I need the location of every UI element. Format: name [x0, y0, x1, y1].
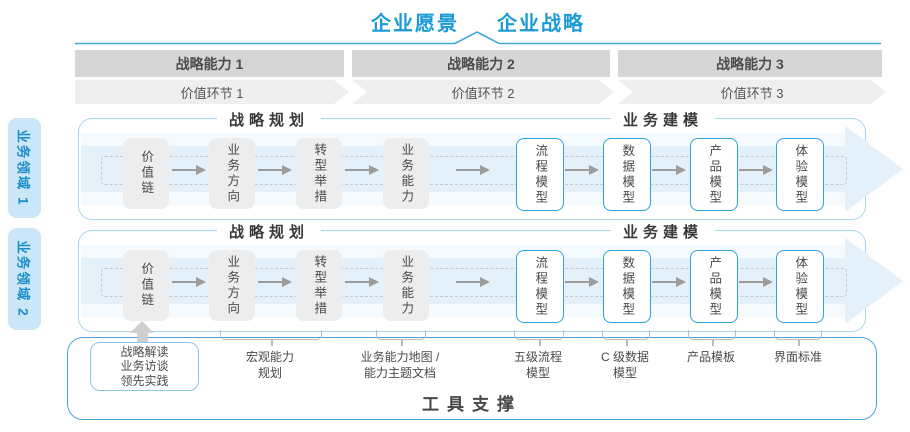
capability-band-1: 战略能力 1	[75, 50, 344, 77]
box-business-capability: 业务能力	[383, 250, 429, 321]
box-value-chain: 价值链	[123, 138, 169, 209]
note-line: 能力主题文档	[363, 366, 437, 381]
box-experience-model: 体验模型	[776, 250, 824, 323]
right-arrow-icon	[172, 277, 206, 287]
note-line: 产品模板	[686, 350, 736, 364]
business-modeling-header: 业务建模	[610, 221, 716, 242]
box-data-model: 数据模型	[603, 250, 651, 323]
value-band-2-label: 价值环节 2	[451, 85, 515, 101]
domain-1-panel: 战略规划 业务建模 价值链 业务方向 转型举措 业务能力 流程模型 数据模型 产…	[78, 109, 903, 220]
dashed-track	[101, 268, 847, 297]
brace-icon	[376, 330, 426, 346]
practice-methods-box: 战略解读 业务访谈 领先实践	[90, 342, 199, 391]
note-capability-map: 业务能力地图 / 能力主题文档	[361, 349, 440, 381]
note-line: 规划	[257, 366, 283, 381]
box-value-chain: 价值链	[123, 250, 169, 321]
strategy-title: 企业战略	[497, 13, 585, 35]
vision-title: 企业愿景	[371, 13, 459, 35]
box-product-model: 产品模型	[690, 138, 738, 211]
brace-icon	[602, 330, 650, 346]
right-arrow-icon	[456, 277, 490, 287]
box-experience-model: 体验模型	[776, 138, 824, 211]
note-product-template: 产品模板	[687, 349, 735, 365]
brace-icon	[514, 330, 564, 346]
note-line: C 级数据	[600, 350, 650, 364]
right-arrow-icon	[345, 277, 379, 287]
right-arrow-icon	[739, 277, 773, 287]
brace-icon	[220, 330, 322, 346]
value-band-3-label: 价值环节 3	[720, 85, 784, 101]
vision-underline-peak	[75, 31, 881, 45]
up-arrow-icon	[130, 321, 154, 333]
note-data-model: C 级数据 模型	[601, 349, 649, 381]
practice-line-2: 业务访谈	[120, 359, 169, 374]
business-modeling-header: 业务建模	[610, 109, 716, 130]
brace-icon	[688, 330, 736, 346]
box-data-model: 数据模型	[603, 138, 651, 211]
brace-icon	[774, 330, 822, 346]
note-line: 模型	[612, 366, 638, 381]
note-macro-capability: 宏观能力 规划	[246, 349, 294, 381]
note-line: 界面标准	[773, 350, 823, 364]
box-product-model: 产品模型	[690, 250, 738, 323]
right-arrow-icon	[565, 165, 599, 175]
practice-line-3: 领先实践	[120, 373, 169, 388]
right-arrow-icon	[345, 165, 379, 175]
practice-line-1: 战略解读	[120, 344, 169, 359]
value-band-2: 价值环节 2	[352, 80, 614, 104]
right-arrow-icon	[565, 277, 599, 287]
domain-2-panel: 战略规划 业务建模 价值链 业务方向 转型举措 业务能力 流程模型 数据模型 产…	[78, 221, 903, 332]
business-domain-label-1: 业务领域 1	[8, 118, 41, 218]
capability-band-1-label: 战略能力 1	[175, 55, 244, 72]
box-process-model: 流程模型	[516, 138, 564, 211]
right-arrow-icon	[739, 165, 773, 175]
right-arrow-icon	[258, 277, 292, 287]
flow-band-arrowhead-icon	[845, 238, 903, 324]
business-domain-1-text: 业务领域 1	[15, 129, 31, 207]
strategic-planning-header: 战略规划	[216, 221, 322, 242]
note-line: 模型	[525, 366, 551, 381]
box-business-direction: 业务方向	[209, 250, 255, 321]
note-process-model: 五级流程 模型	[514, 349, 562, 381]
business-domain-label-2: 业务领域 2	[8, 228, 41, 330]
note-line: 五级流程	[513, 350, 563, 364]
capability-band-3: 战略能力 3	[618, 50, 882, 77]
box-business-direction: 业务方向	[209, 138, 255, 209]
capability-band-2: 战略能力 2	[352, 50, 610, 77]
box-transformation: 转型举措	[296, 138, 342, 209]
right-arrow-icon	[652, 165, 686, 175]
up-arrow-shaft	[136, 333, 148, 342]
right-arrow-icon	[258, 165, 292, 175]
capability-band-2-label: 战略能力 2	[447, 55, 515, 72]
note-line: 宏观能力	[245, 350, 295, 364]
right-arrow-icon	[456, 165, 490, 175]
right-arrow-icon	[652, 277, 686, 287]
dashed-track	[101, 156, 847, 185]
right-arrow-icon	[172, 165, 206, 175]
box-business-capability: 业务能力	[383, 138, 429, 209]
tool-support-label: 工具支撑	[422, 395, 522, 414]
note-ui-standard: 界面标准	[774, 349, 822, 365]
capability-band-3-label: 战略能力 3	[716, 55, 784, 72]
note-line: 业务能力地图 /	[360, 350, 440, 364]
value-band-3: 价值环节 3	[618, 80, 886, 104]
value-band-1-label: 价值环节 1	[180, 85, 244, 101]
value-band-1: 价值环节 1	[75, 80, 349, 104]
box-process-model: 流程模型	[516, 250, 564, 323]
business-domain-2-text: 业务领域 2	[15, 240, 31, 318]
strategic-planning-header: 战略规划	[216, 109, 322, 130]
diagram-title: 企业愿景 企业战略	[371, 7, 585, 36]
flow-band-arrowhead-icon	[845, 126, 903, 212]
tool-support-container: 工具支撑	[67, 337, 877, 420]
box-transformation: 转型举措	[296, 250, 342, 321]
